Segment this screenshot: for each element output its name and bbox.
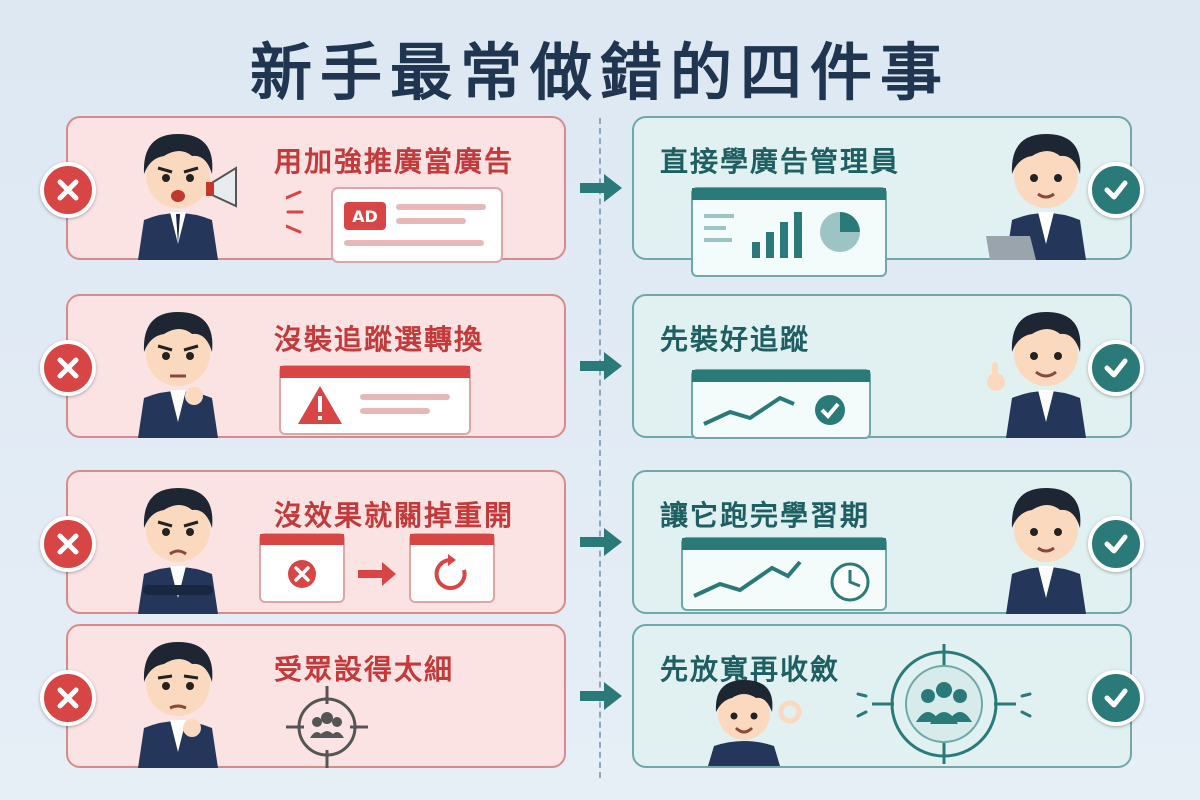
man-pointing-illustration xyxy=(987,312,1086,438)
page-title: 新手最常做錯的四件事 xyxy=(249,36,950,109)
man-at-laptop-illustration xyxy=(986,134,1086,260)
warning-icon xyxy=(279,365,471,435)
wrong-label: 用加強推廣當廣告 xyxy=(274,145,515,178)
wrong-card: 沒裝追蹤選轉換 xyxy=(66,294,566,438)
wrong-status-icon xyxy=(40,162,96,218)
dashboard-chart-icon xyxy=(691,187,887,277)
arrow-right-icon xyxy=(580,528,622,556)
narrow-target-icon xyxy=(286,686,368,768)
man-ok-gesture-illustration xyxy=(708,680,802,766)
right-card: 讓它跑完學習期 xyxy=(632,470,1132,614)
right-status-icon xyxy=(1088,516,1144,572)
trend-check-icon xyxy=(691,369,871,439)
arrow-right-icon xyxy=(580,174,622,202)
center-divider xyxy=(599,118,601,778)
right-card: 先裝好追蹤 xyxy=(632,294,1132,439)
right-label: 先裝好追蹤 xyxy=(660,323,811,356)
wrong-card: 用加強推廣當廣告 AD xyxy=(66,116,566,263)
right-status-icon xyxy=(1088,670,1144,726)
right-label: 讓它跑完學習期 xyxy=(660,499,871,532)
trend-clock-icon xyxy=(681,537,887,611)
man-worried-illustration xyxy=(138,642,218,768)
right-status-icon xyxy=(1088,162,1144,218)
mistake-row-3: 沒效果就關掉重開 讓它跑完學習期 xyxy=(0,470,1200,618)
wrong-status-icon xyxy=(40,516,96,572)
wrong-label: 沒裝追蹤選轉換 xyxy=(274,323,485,356)
wrong-card: 受眾設得太細 xyxy=(66,624,566,768)
man-confident-illustration xyxy=(1006,488,1086,614)
mistake-row-1: 用加強推廣當廣告 AD 直接學廣告管理員 xyxy=(0,116,1200,277)
right-card: 先放寬再收斂 xyxy=(632,624,1132,768)
right-status-icon xyxy=(1088,340,1144,396)
wrong-status-icon xyxy=(40,340,96,396)
wrong-status-icon xyxy=(40,670,96,726)
close-restart-icon xyxy=(259,533,495,603)
arrow-right-icon xyxy=(580,682,622,710)
wide-target-icon xyxy=(856,644,1032,764)
arrow-right-icon xyxy=(580,352,622,380)
wrong-label: 受眾設得太細 xyxy=(274,653,455,686)
right-card: 直接學廣告管理員 xyxy=(632,116,1132,277)
wrong-label: 沒效果就關掉重開 xyxy=(274,499,515,532)
man-arms-crossed-illustration xyxy=(138,488,218,614)
mistake-row-4: 受眾設得太細 先放寬再收斂 xyxy=(0,624,1200,772)
man-thinking-illustration xyxy=(138,312,218,438)
megaphone-icon: AD xyxy=(286,187,503,263)
wrong-card: 沒效果就關掉重開 xyxy=(66,470,566,614)
man-shouting-illustration xyxy=(138,134,237,260)
ad-badge-text: AD xyxy=(352,207,378,226)
right-label: 直接學廣告管理員 xyxy=(660,145,901,178)
mistake-row-2: 沒裝追蹤選轉換 先裝好追蹤 xyxy=(0,294,1200,442)
